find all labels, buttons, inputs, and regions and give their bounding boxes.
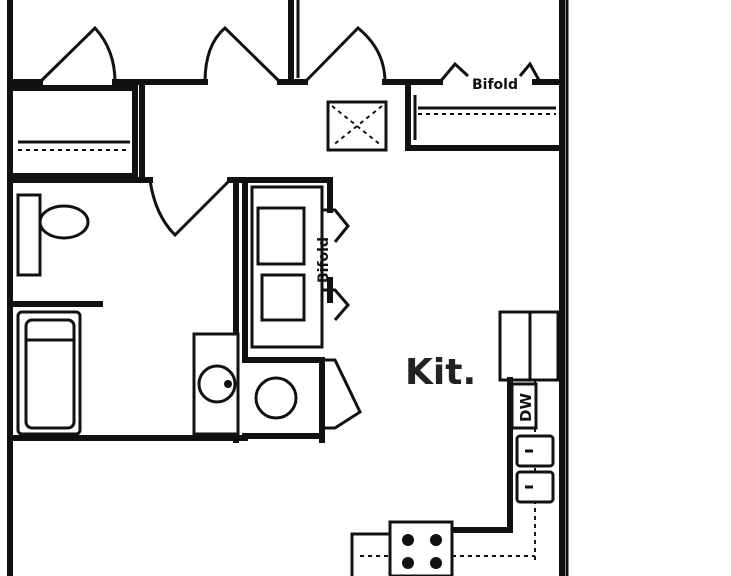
water-heater-door xyxy=(322,358,362,430)
bifold-label-side: Bifold xyxy=(316,237,332,283)
burner-1 xyxy=(402,534,414,546)
dishwasher-label: DW xyxy=(517,393,535,422)
sink-drain xyxy=(224,380,232,388)
kitchen-sink-bowl-2 xyxy=(515,470,555,504)
kitchen-sink-bowl-1 xyxy=(515,434,555,468)
dishwasher xyxy=(510,382,538,430)
water-heater xyxy=(254,376,298,420)
burner-3 xyxy=(402,557,414,569)
toilet-tank xyxy=(16,193,42,277)
bathroom-door xyxy=(148,178,232,238)
bifold-door-top xyxy=(438,61,542,83)
linen-shelf-lower xyxy=(260,273,306,322)
sink-drains xyxy=(525,449,533,489)
lower-counter xyxy=(350,532,390,576)
bathtub-basin xyxy=(24,318,76,430)
bifold-door-side xyxy=(322,208,350,321)
upper-right-closet xyxy=(405,85,565,151)
kitchen-counter-wall xyxy=(447,377,513,533)
upper-left-closet xyxy=(7,85,138,179)
kitchen-label: Kit. xyxy=(405,352,476,393)
bathroom-sink xyxy=(197,364,237,404)
burner-2 xyxy=(430,534,442,546)
linen-shelf-upper xyxy=(256,206,306,266)
closet-door-3 xyxy=(303,25,387,84)
bifold-label-top: Bifold xyxy=(472,77,518,93)
burner-4 xyxy=(430,557,442,569)
closet-door-1 xyxy=(38,25,117,84)
closet-door-2 xyxy=(203,25,282,84)
toilet-bowl xyxy=(38,204,90,240)
kitchen-range xyxy=(388,520,454,576)
attic-hatch-cross-2 xyxy=(331,105,383,147)
